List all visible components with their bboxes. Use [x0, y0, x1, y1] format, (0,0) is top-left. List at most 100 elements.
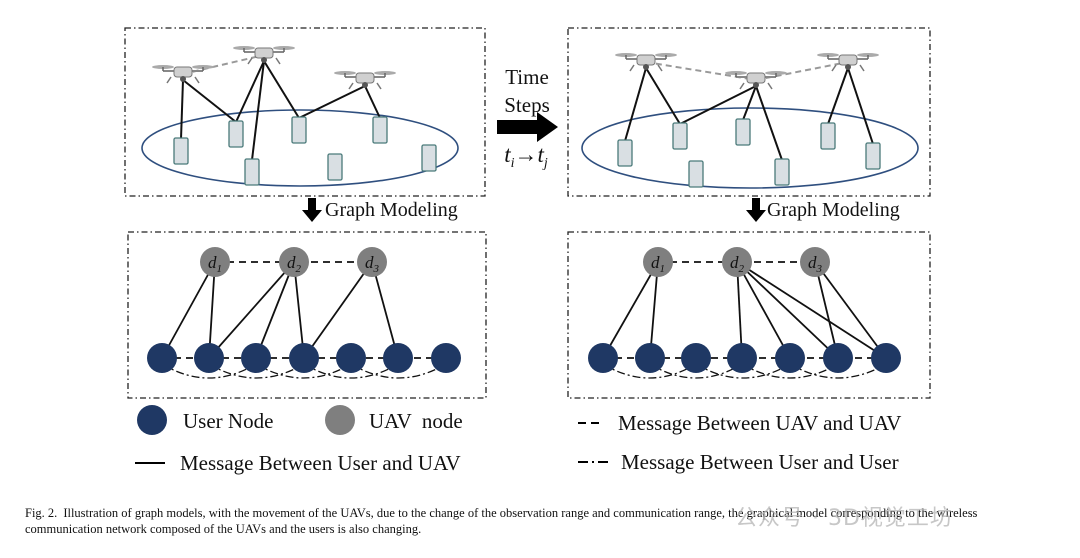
drone-leg [247, 57, 253, 65]
uav-node [643, 247, 673, 277]
drone-body [254, 47, 274, 59]
user-node [241, 343, 271, 373]
legend-user-user-label: Message Between User and User [621, 450, 899, 474]
graph-left-edges [161, 261, 447, 379]
user-device-icon [327, 153, 343, 181]
drone-body [746, 72, 766, 84]
uav-user-edge [161, 261, 216, 359]
user-device-icon [820, 122, 836, 150]
time-label-line1: Time [505, 65, 549, 89]
graph-modeling-label-left: Graph Modeling [325, 199, 458, 221]
user-node [775, 343, 805, 373]
uav-user-edge [814, 261, 839, 359]
uav-user-edge [293, 261, 305, 359]
user-node [289, 343, 319, 373]
legend-user-node-label: User Node [183, 409, 273, 433]
user-node [431, 343, 461, 373]
user-node [147, 343, 177, 373]
uav-user-links-right [624, 67, 874, 161]
down-arrow-icon [746, 198, 766, 222]
uav-node-label: d1 [651, 253, 665, 275]
drone-body [838, 54, 858, 66]
uav-node-label: d1 [208, 253, 222, 275]
user-user-edge [695, 363, 791, 379]
drone-body [355, 72, 375, 84]
uav-node [800, 247, 830, 277]
uav-user-edge [736, 261, 887, 359]
drone-camera [753, 82, 759, 88]
uav-node-label-sub: 1 [660, 263, 666, 275]
user-node [383, 343, 413, 373]
graph-left-frame [127, 231, 487, 399]
graph-right-frame [567, 231, 931, 399]
caption-text: Illustration of graph models, with the m… [25, 506, 978, 536]
uav-user-edge [736, 261, 791, 359]
drone-leg [831, 64, 837, 72]
drone-icon [233, 46, 295, 65]
figure-diagram: Time Steps ti→tj Graph Modeling Graph Mo… [124, 27, 931, 475]
drone-camera [180, 76, 186, 82]
user-device-icon [865, 142, 881, 170]
uav-node-label-base: d [208, 253, 217, 272]
uav-user-link [645, 67, 681, 125]
drone-icon [817, 53, 879, 72]
uav-user-edge [814, 261, 887, 359]
uav-node-label-sub: 3 [373, 263, 380, 275]
uav-user-edge [736, 261, 743, 359]
uav-user-edge [255, 261, 295, 359]
uav-node-label-base: d [808, 253, 817, 272]
uav-node-label-sub: 1 [217, 263, 223, 275]
drone-icon [615, 53, 677, 72]
uav-node-label: d3 [808, 253, 823, 275]
legend-user-node-icon [137, 405, 167, 435]
uav-user-link [251, 60, 265, 161]
graph-modeling-right: Graph Modeling [746, 198, 900, 222]
uav-user-link [679, 85, 757, 125]
user-user-edge [208, 363, 305, 379]
uav-node [357, 247, 387, 277]
user-user-edge [789, 363, 887, 379]
user-user-edge [303, 363, 399, 379]
down-arrow-icon [302, 198, 322, 222]
drone-body [173, 66, 193, 78]
graph-modeling-left: Graph Modeling [302, 198, 458, 222]
coverage-ellipse-right [581, 107, 919, 189]
user-node [194, 343, 224, 373]
scene-right-frame [567, 27, 931, 197]
uav-user-edge [303, 261, 373, 359]
drone-leg [166, 76, 172, 84]
scene-right [567, 27, 931, 197]
uav-user-link [827, 67, 849, 125]
uav-user-link [182, 79, 237, 123]
legend-uav-node-icon [325, 405, 355, 435]
uav-node-label-base: d [365, 253, 374, 272]
uav-user-link [364, 85, 381, 119]
time-expression: ti→tj [504, 142, 548, 171]
uav-node [722, 247, 752, 277]
drone-leg [376, 82, 382, 90]
drone-leg [767, 82, 773, 90]
uav-user-edge [371, 261, 399, 359]
drone-leg [194, 76, 200, 84]
uav-node-label-sub: 2 [739, 263, 745, 275]
user-user-edge [161, 363, 257, 379]
drone-camera [261, 57, 267, 63]
scene-left [124, 27, 486, 197]
caption-label: Fig. 2. [25, 506, 58, 520]
drone-camera [362, 82, 368, 88]
time-label-line2: Steps [504, 93, 550, 117]
graph-right-edges [602, 261, 887, 379]
uav-user-link [235, 60, 265, 123]
user-device-icon [244, 158, 260, 186]
uav-node [200, 247, 230, 277]
figure-caption: Fig. 2.Illustration of graph models, wit… [25, 505, 1055, 537]
legend-uav-uav-label: Message Between UAV and UAV [618, 411, 901, 435]
user-node [635, 343, 665, 373]
drone-leg [739, 82, 745, 90]
legend-user-uav-label: Message Between User and UAV [180, 451, 461, 475]
uav-user-edge [736, 261, 839, 359]
uav-user-link [263, 60, 300, 119]
uav-user-edge [649, 261, 659, 359]
uav-user-link [847, 67, 874, 145]
drone-icon [725, 71, 787, 90]
